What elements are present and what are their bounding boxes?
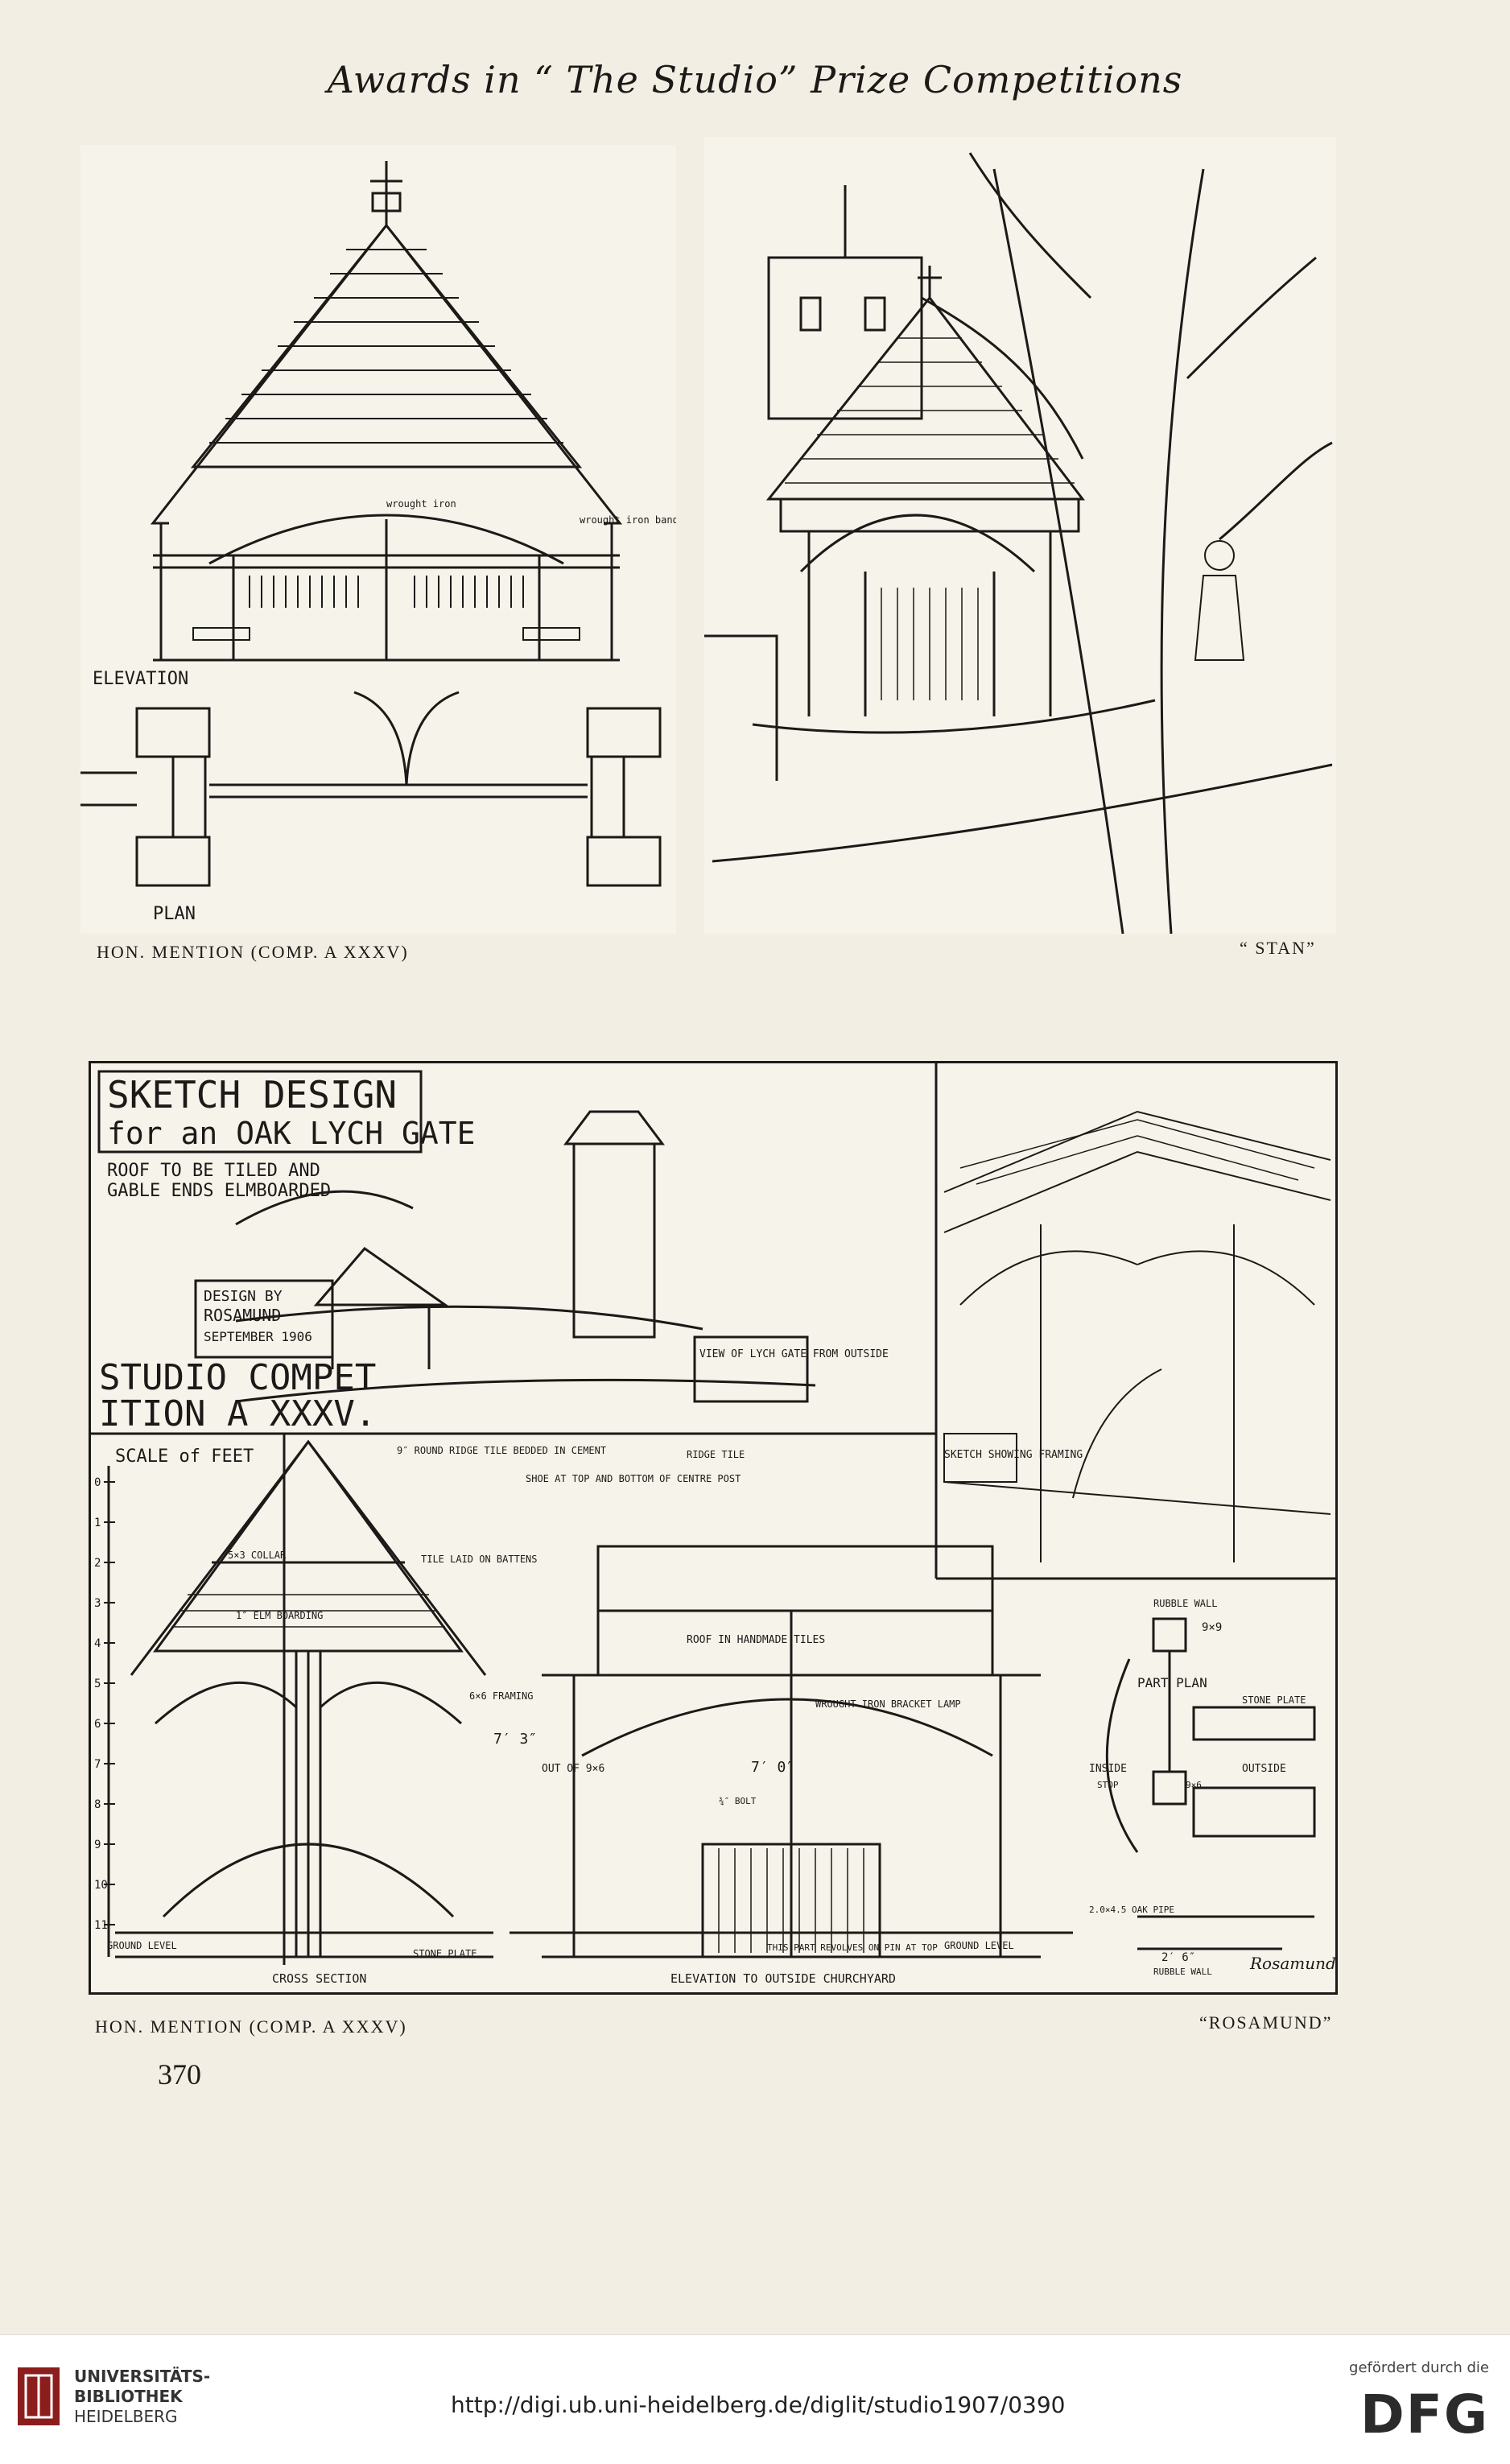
competition-line-1: STUDIO COMPET (99, 1357, 376, 1398)
stone-plate-label: STONE PLATE (1242, 1694, 1306, 1706)
bottom-caption-left: HON. MENTION (COMP. A XXXV) (95, 2016, 407, 2037)
scale-tick-label: 2 (94, 1557, 101, 1570)
outside-elevation-drawing (510, 1545, 1073, 1958)
scale-tick-label: 1 (94, 1517, 101, 1529)
perspective-svg (704, 152, 1333, 934)
figure-sketch (1194, 540, 1245, 661)
signature: Rosamund (1249, 1954, 1335, 1973)
competition-line-2: ITION A XXXV. (99, 1393, 376, 1434)
outside-label: OUTSIDE (1242, 1763, 1286, 1775)
out-of-label: OUT OF 9×6 (542, 1763, 604, 1775)
view-label: VIEW OF LYCH GATE FROM OUTSIDE (699, 1348, 889, 1360)
balustrade (192, 576, 580, 641)
tile-note: TILE LAID ON BATTENS (421, 1554, 538, 1565)
revolves-note: THIS PART REVOLVES ON PIN AT TOP (767, 1942, 938, 1953)
source-url-link[interactable]: http://digi.ub.uni-heidelberg.de/diglit/… (451, 2392, 1066, 2418)
dfg-logo[interactable]: DFG (1359, 2384, 1489, 2445)
footer-bar: UNIVERSITÄTS- BIBLIOTHEK HEIDELBERG http… (0, 2334, 1510, 2464)
scale-tick-label: 7 (94, 1758, 101, 1771)
dim-7-3: 7′ 3″ (493, 1731, 537, 1748)
ridge-tile-label: RIDGE TILE (687, 1449, 745, 1460)
scale-tick-label: 9 (94, 1839, 101, 1851)
top-caption-right: “ STAN” (1240, 938, 1316, 958)
stop-label: STOP (1097, 1780, 1119, 1790)
rosamund-svg: SKETCH DESIGN for an OAK LYCH GATE ROOF … (91, 1063, 1335, 1986)
note-iron-2: wrought iron band (580, 514, 676, 526)
elevation-plan-svg: wrought iron wrought iron band ELEVATION… (80, 161, 676, 924)
scale-ticks: 0 1 2 3 4 5 6 7 8 9 10 11 (94, 1476, 115, 1932)
scale-tick-label: 10 (94, 1879, 108, 1892)
scale-tick-label: 6 (94, 1718, 101, 1731)
oak-pipe-label: 2.0×4.5 OAK PIPE (1089, 1905, 1174, 1915)
university-logo[interactable]: UNIVERSITÄTS- BIBLIOTHEK HEIDELBERG (14, 2364, 210, 2429)
institution-line-3: HEIDELBERG (74, 2406, 178, 2426)
cross-section-drawing (115, 1439, 493, 1958)
institution-line-2: BIBLIOTHEK (74, 2386, 183, 2406)
top-caption-left: HON. MENTION (COMP. A XXXV) (97, 942, 409, 962)
institution-line-1: UNIVERSITÄTS- (74, 2366, 211, 2386)
note-roof: ROOF TO BE TILED AND (107, 1161, 320, 1181)
elevation-label: ELEVATION (93, 669, 188, 689)
note-iron-1: wrought iron (386, 498, 456, 510)
roof-note: ROOF IN HANDMADE TILES (687, 1634, 825, 1646)
bottom-caption-right: “ROSAMUND” (1199, 2012, 1333, 2033)
elm-note: 1″ ELM BOARDING (236, 1610, 323, 1621)
design-by: DESIGN BY (204, 1288, 283, 1305)
note-gable: GABLE ENDS ELMBOARDED (107, 1181, 331, 1201)
scale-label: SCALE of FEET (115, 1447, 254, 1467)
sheet-title: SKETCH DESIGN (107, 1073, 397, 1116)
lamp-note: WROUGHT IRON BRACKET LAMP (815, 1698, 961, 1710)
plan-drawing (80, 691, 662, 887)
part-plan-drawing (1105, 1617, 1316, 1950)
scale-tick-label: 0 (94, 1476, 101, 1489)
design-date: SEPTEMBER 1906 (204, 1329, 312, 1344)
scale-tick-label: 11 (94, 1919, 108, 1932)
scale-tick-label: 3 (94, 1597, 101, 1610)
nine-by-six-label: 9×6 (1186, 1780, 1202, 1790)
rubble-wall-2-label: RUBBLE WALL (1153, 1967, 1212, 1977)
dim-7-0: 7′ 0″ (751, 1759, 794, 1776)
page-title: Awards in “ The Studio” Prize Competitio… (327, 58, 1183, 101)
shoe-note: SHOE AT TOP AND BOTTOM OF CENTRE POST (526, 1473, 741, 1484)
elevation-plan-drawing: wrought iron wrought iron band ELEVATION… (80, 145, 676, 934)
ground-level-left: GROUND LEVEL (107, 1940, 177, 1951)
inside-label: INSIDE (1089, 1763, 1127, 1775)
elevation-label-bottom: ELEVATION TO OUTSIDE CHURCHYARD (670, 1971, 896, 1986)
rubble-wall-label: RUBBLE WALL (1153, 1598, 1217, 1609)
nine-by-nine-label: 9×9 (1202, 1621, 1222, 1634)
designer-name: ROSAMUND (204, 1306, 281, 1325)
stone-plate-2-label: STONE PLATE (413, 1948, 477, 1959)
rosamund-drawing-sheet: SKETCH DESIGN for an OAK LYCH GATE ROOF … (89, 1061, 1338, 1995)
scale-tick-label: 5 (94, 1678, 101, 1690)
funded-by-label: gefördert durch die (1349, 2359, 1489, 2376)
sheet-subtitle: for an OAK LYCH GATE (107, 1116, 476, 1151)
ridge-tile-note: 9″ ROUND RIDGE TILE BEDDED IN CEMENT (397, 1445, 606, 1456)
framing-note: 6×6 FRAMING (469, 1690, 533, 1702)
collar-note: 5×3 COLLAR (228, 1550, 287, 1561)
university-seal-icon (18, 2367, 60, 2425)
plan-label: PLAN (153, 904, 196, 924)
sketch-label: SKETCH SHOWING FRAMING (944, 1449, 1083, 1461)
page-number: 370 (158, 2058, 201, 2090)
perspective-sketch-stan (704, 137, 1336, 934)
ground-level-right: GROUND LEVEL (944, 1940, 1014, 1951)
scale-tick-label: 4 (94, 1637, 101, 1650)
part-plan-label: PART PLAN (1137, 1675, 1207, 1690)
dim-2-6: 2′ 6″ (1161, 1951, 1195, 1964)
bolt-label: ¾″ BOLT (719, 1796, 757, 1806)
scale-tick-label: 8 (94, 1798, 101, 1811)
cross-section-label: CROSS SECTION (272, 1971, 366, 1986)
